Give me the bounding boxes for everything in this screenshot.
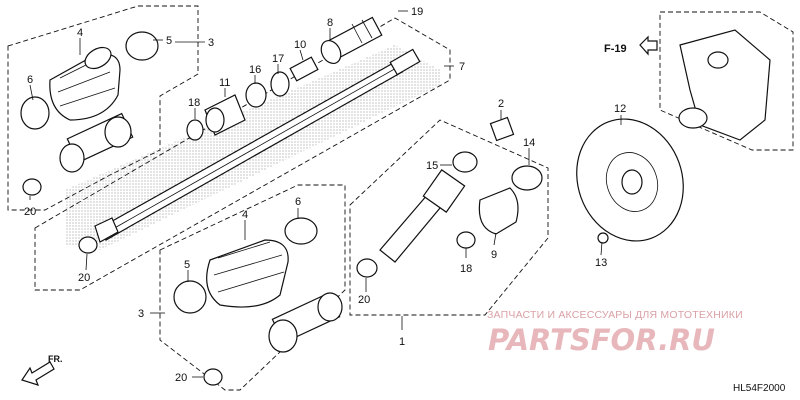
callout-10: 10 <box>294 39 306 51</box>
snap-rings-part-20 <box>22 178 378 386</box>
frame-knuckle <box>659 11 794 151</box>
callout-18b: 18 <box>460 263 472 275</box>
reference-f19: F-19 <box>604 35 658 56</box>
callout-7: 7 <box>459 61 465 73</box>
callout-1: 1 <box>399 336 405 348</box>
callout-2: 2 <box>498 98 504 110</box>
callout-12: 12 <box>614 103 626 115</box>
callout-8: 8 <box>327 17 333 29</box>
callout-4b: 4 <box>242 209 248 221</box>
callout-15: 15 <box>426 160 438 172</box>
callout-18a: 18 <box>188 97 200 109</box>
callout-20c: 20 <box>358 294 370 306</box>
leader-lines <box>29 10 622 378</box>
reference-arrow-icon <box>639 35 658 56</box>
callout-17: 17 <box>272 53 284 65</box>
drive-shaft-part-7 <box>94 48 421 243</box>
callout-6b: 6 <box>295 196 301 208</box>
callout-9: 9 <box>491 249 497 261</box>
callout-13: 13 <box>595 257 607 269</box>
front-direction-label: FR. <box>48 354 63 364</box>
callout-20b: 20 <box>78 272 90 284</box>
callout-16: 16 <box>249 64 261 76</box>
knuckle-hub <box>678 29 771 141</box>
callout-14: 14 <box>523 137 535 149</box>
reference-label: F-19 <box>604 43 627 55</box>
callout-20d: 20 <box>175 372 187 384</box>
front-direction-indicator: FR. <box>21 354 63 386</box>
callout-6a: 6 <box>27 74 33 86</box>
callout-3a: 3 <box>208 37 214 49</box>
callout-5b: 5 <box>184 259 190 271</box>
watermark: ЗАПЧАСТИ И АКСЕССУАРЫ ДЛЯ МОТОТЕХНИКИ PA… <box>487 309 743 357</box>
final-drive-parts <box>379 116 543 263</box>
watermark-logo: PARTSFOR.RU <box>488 323 715 357</box>
callout-20a: 20 <box>24 206 36 218</box>
front-arrow-icon <box>21 361 55 386</box>
callout-11: 11 <box>219 77 230 89</box>
upper-cv-boot-assembly <box>20 31 159 173</box>
frame-final-drive <box>349 119 549 316</box>
watermark-subtitle: ЗАПЧАСТИ И АКСЕССУАРЫ ДЛЯ МОТОТЕХНИКИ <box>487 309 743 321</box>
frame-shaft-assembly <box>34 17 451 291</box>
callout-19: 19 <box>411 6 423 18</box>
callout-5a: 5 <box>166 35 172 47</box>
lower-cv-boot-assembly <box>173 217 343 353</box>
callout-numbers: 4 5 3 6 20 8 19 10 17 16 11 18 7 2 14 15… <box>24 6 626 384</box>
joint-cylinder-part-8 <box>320 16 383 65</box>
callout-4a: 4 <box>77 27 83 39</box>
callout-3b: 3 <box>138 308 144 320</box>
brake-disc-part-12 <box>576 118 684 244</box>
diagram-code: HL54F2000 <box>733 383 786 394</box>
middle-seal-parts <box>186 56 319 141</box>
